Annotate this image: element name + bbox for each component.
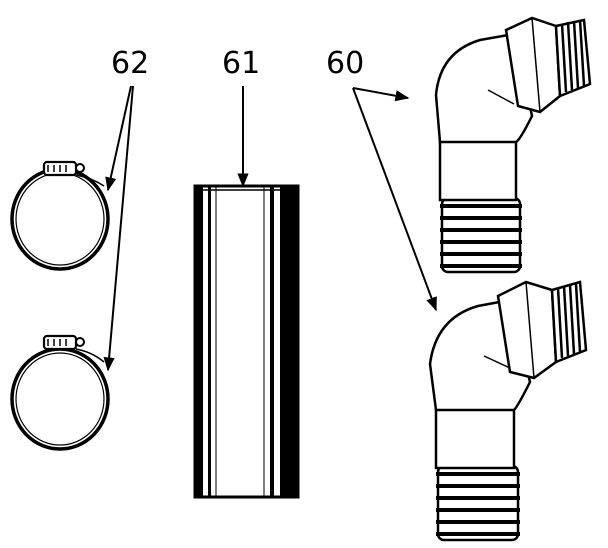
elbow-fitting-top [434, 16, 592, 274]
elbow-top-threaded-end [440, 196, 522, 274]
hose-clamp-bottom [10, 334, 110, 451]
callout-60: 60 [326, 46, 365, 81]
leader-62-to-clamp-top [105, 85, 132, 192]
elbow-bottom-threaded-end [436, 464, 520, 542]
callout-61: 61 [222, 46, 261, 81]
hose-tube [193, 184, 300, 499]
callout-62: 62 [111, 46, 150, 81]
leader-60-to-elbow-bottom [352, 87, 437, 312]
elbow-fitting-bottom [428, 280, 588, 542]
leader-lines [103, 85, 437, 372]
leader-60-to-elbow-top [352, 87, 410, 102]
leader-62-to-clamp-bottom [103, 85, 134, 372]
hose-clamp-top [10, 160, 110, 271]
